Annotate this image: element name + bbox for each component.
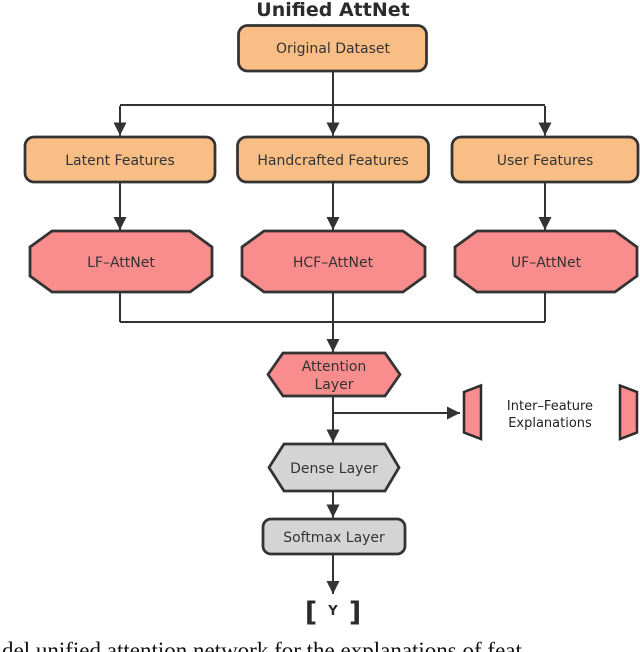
softmax-layer-box	[261, 517, 407, 556]
inter-feature-left-bracket	[462, 383, 483, 441]
dense-layer-hexagon	[267, 442, 401, 493]
node-lf-attnet: LF–AttNet	[28, 229, 214, 294]
lf-attnet-label: LF–AttNet	[87, 255, 155, 271]
lf-attnet-octagon	[28, 229, 214, 294]
latent-features-box	[23, 135, 217, 184]
inter-feature-label-line1: Inter–Feature	[507, 399, 593, 414]
node-original-dataset: Original Dataset	[237, 24, 428, 73]
output-label: Y	[327, 604, 338, 619]
uf-attnet-label: UF–AttNet	[511, 255, 582, 271]
node-softmax-layer: Softmax Layer	[261, 517, 407, 556]
uf-attnet-octagon	[453, 229, 639, 294]
dense-layer-label: Dense Layer	[290, 461, 378, 477]
node-handcrafted-features: Handcrafted Features	[236, 135, 430, 184]
attention-layer-label-line1: Attention	[302, 359, 367, 375]
output-left-bracket: [	[305, 597, 317, 628]
node-dense-layer: Dense Layer	[267, 442, 401, 493]
output-right-bracket: ]	[349, 597, 361, 628]
inter-feature-right-bracket	[618, 383, 639, 441]
user-features-label: User Features	[497, 153, 594, 169]
node-user-features: User Features	[450, 135, 640, 184]
original-dataset-label: Original Dataset	[276, 41, 391, 57]
edge-dataset-distributor	[120, 71, 545, 106]
node-hcf-attnet: HCF–AttNet	[240, 229, 427, 294]
original-dataset-box	[237, 24, 428, 73]
handcrafted-features-box	[236, 135, 430, 184]
hcf-attnet-label: HCF–AttNet	[293, 255, 374, 271]
figure-caption: del unified attention network for the ex…	[2, 638, 522, 652]
node-output-y: [ Y ]	[305, 597, 361, 628]
latent-features-label: Latent Features	[65, 153, 175, 169]
connector-arrows	[113, 106, 552, 594]
attention-layer-hexagon	[266, 351, 402, 398]
handcrafted-features-label: Handcrafted Features	[257, 153, 408, 169]
attention-layer-label-line2: Layer	[314, 377, 353, 393]
node-attention-layer: Attention Layer	[266, 351, 402, 398]
inter-feature-label-line2: Explanations	[508, 416, 592, 431]
node-uf-attnet: UF–AttNet	[453, 229, 639, 294]
user-features-box	[450, 135, 640, 184]
page-title: Unified AttNet	[256, 0, 409, 21]
node-inter-feature-explanations: Inter–Feature Explanations	[462, 383, 639, 441]
hcf-attnet-octagon	[240, 229, 427, 294]
node-latent-features: Latent Features	[23, 135, 217, 184]
softmax-layer-label: Softmax Layer	[283, 530, 385, 546]
